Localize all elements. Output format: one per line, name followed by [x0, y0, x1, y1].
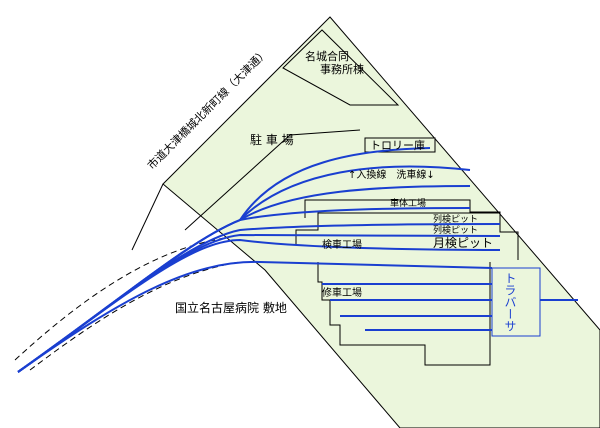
office-label-line2: 事務所棟	[320, 62, 364, 76]
parking-outline	[184, 129, 361, 231]
repair-shop-outline	[317, 262, 491, 366]
monthly-pit-label: 月検ピット	[433, 236, 493, 250]
approach-dashed-lower	[29, 261, 241, 371]
office-building	[282, 29, 400, 106]
track-group	[17, 147, 578, 373]
inspection-shop-outline	[295, 212, 519, 260]
parking-label: 駐 車 場	[250, 132, 294, 147]
hospital-label: 国立名古屋病院 敷地	[175, 300, 287, 315]
office-label-line1: 名城合同	[305, 49, 349, 63]
inspection-shop-label: 検車工場	[322, 238, 362, 251]
repair-shop-label: 修車工場	[322, 286, 362, 299]
trolley-label: トロリー庫	[370, 138, 425, 152]
body-shop-label: 車体工場	[390, 197, 426, 209]
track-monthly-pit	[17, 238, 501, 373]
traverser-label: トラバーサ	[503, 272, 517, 332]
road-boundary	[131, 183, 164, 251]
traverser-box	[491, 267, 541, 337]
depot-ground	[162, 16, 600, 428]
approach-dashed-upper	[14, 237, 226, 361]
inspection-pit-1-label: 列検ピット	[433, 213, 478, 225]
inspection-pit-2-label: 列検ピット	[433, 224, 478, 236]
track-repair-1	[17, 260, 493, 373]
entry-wash-label: ↑入換線 洗車線↓	[348, 168, 435, 181]
